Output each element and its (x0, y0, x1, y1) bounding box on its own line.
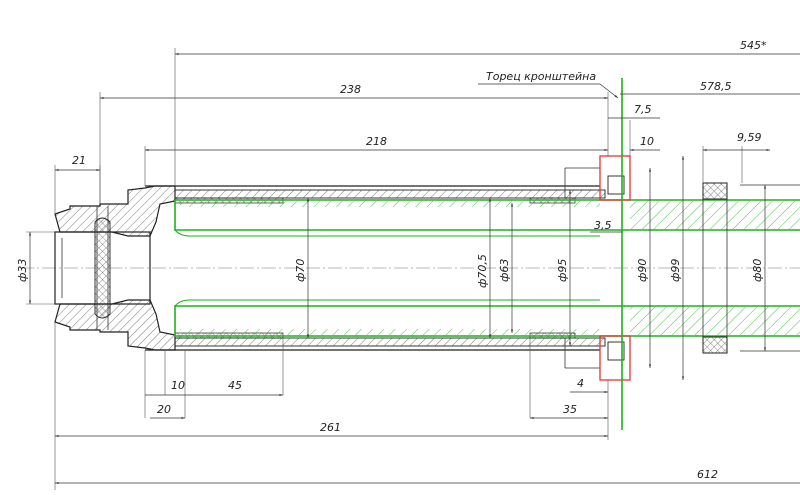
dim-612: 612 (697, 468, 718, 481)
bracket-face-note: Торец кронштейна (486, 70, 596, 83)
dia-95: ф95 (556, 259, 569, 282)
dia-70-5: ф70,5 (476, 254, 489, 288)
dia-33: ф33 (16, 259, 29, 282)
dim-20: 20 (157, 403, 171, 416)
dim-7-5: 7,5 (634, 103, 652, 116)
dia-70: ф70 (294, 259, 307, 282)
dia-80: ф80 (751, 259, 764, 282)
dim-545: 545* (740, 39, 767, 52)
extension-lines (26, 48, 743, 490)
dim-10-bottom: 10 (171, 379, 185, 392)
dim-238: 238 (340, 83, 361, 96)
dim-21: 21 (72, 154, 86, 167)
dim-10-top: 10 (640, 135, 654, 148)
dim-45: 45 (228, 379, 242, 392)
dim-3-5: 3,5 (594, 219, 612, 232)
dia-99: ф99 (669, 259, 682, 282)
dim-4: 4 (577, 377, 584, 390)
seal-top (599, 155, 631, 201)
right-collar (702, 182, 800, 354)
dim-9-59: 9,59 (737, 131, 762, 144)
dia-63: ф63 (498, 259, 511, 282)
seal-bottom (599, 335, 631, 381)
dim-218: 218 (366, 135, 387, 148)
dia-90: ф90 (636, 259, 649, 282)
dimension-lines (55, 52, 800, 485)
dim-261: 261 (320, 421, 341, 434)
hub-housing (54, 185, 176, 351)
diameter-lines (28, 156, 767, 380)
dim-578-5: 578,5 (700, 80, 732, 93)
green-shaft (174, 199, 800, 337)
dim-35: 35 (563, 403, 577, 416)
